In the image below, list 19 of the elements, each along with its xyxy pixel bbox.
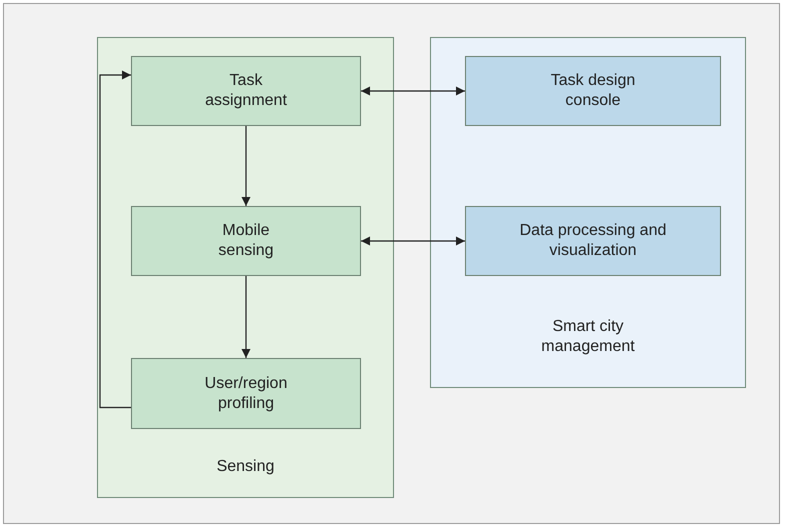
box-label: Task assignment: [204, 71, 288, 111]
process-box: [465, 206, 721, 276]
group-panel: [430, 37, 746, 388]
group-label: Smart city management: [540, 317, 636, 357]
arrow: [242, 276, 250, 358]
group-panel: [97, 37, 394, 498]
box-label: Data processing and visualization: [518, 221, 668, 261]
process-box: [131, 358, 361, 429]
arrow: [99, 70, 131, 408]
box-label: Task design console: [550, 71, 636, 111]
arrow: [242, 126, 250, 206]
arrow: [361, 236, 465, 246]
process-box: [131, 206, 361, 276]
group-label: Sensing: [216, 457, 276, 477]
arrow: [361, 86, 465, 96]
process-box: [131, 56, 361, 126]
box-label: Mobile sensing: [217, 221, 275, 261]
process-box: [465, 56, 721, 126]
box-label: User/region profiling: [204, 374, 288, 414]
